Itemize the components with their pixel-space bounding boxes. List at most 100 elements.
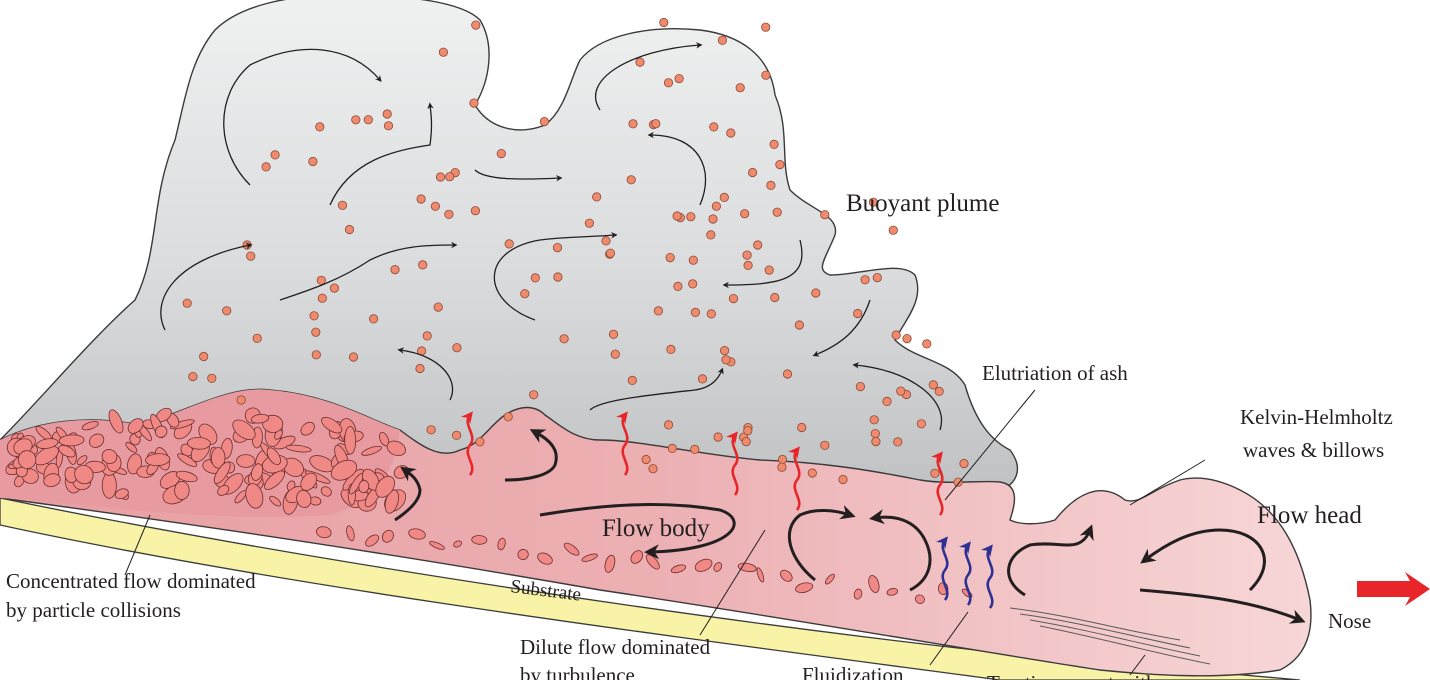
ash-particle bbox=[697, 374, 708, 384]
clast bbox=[89, 433, 105, 448]
leader-traction bbox=[1129, 654, 1146, 676]
ash-particle bbox=[838, 474, 848, 485]
ash-particle bbox=[605, 248, 616, 258]
clast bbox=[74, 464, 94, 485]
ash-particle bbox=[930, 468, 940, 478]
leader-kelvin bbox=[1129, 459, 1206, 506]
ash-particle bbox=[766, 180, 776, 190]
elutriation-arrow bbox=[726, 431, 739, 496]
ash-particle bbox=[663, 420, 674, 430]
ash-particle bbox=[959, 458, 969, 469]
ash-particle bbox=[416, 194, 426, 204]
ash-particle bbox=[893, 437, 903, 447]
ash-particle bbox=[539, 117, 550, 127]
flow-direction-arrow bbox=[1357, 572, 1430, 606]
fluidization-arrow bbox=[959, 541, 972, 606]
ash-particle bbox=[351, 115, 361, 125]
ash-particle bbox=[182, 298, 192, 308]
ash-particle bbox=[753, 240, 763, 250]
ash-particle bbox=[820, 440, 830, 450]
particle-group bbox=[182, 17, 969, 487]
label-elutriation: Elutriation of ash bbox=[982, 361, 1128, 385]
label-fluidization: Fluidization bbox=[802, 663, 904, 680]
ash-particle bbox=[315, 122, 325, 132]
ash-particle bbox=[426, 425, 436, 435]
ash-particle bbox=[706, 309, 716, 319]
ash-particle bbox=[188, 371, 198, 382]
clast bbox=[296, 489, 312, 509]
ash-particle bbox=[329, 283, 339, 293]
eddy-arrow bbox=[474, 169, 563, 182]
clast bbox=[853, 588, 863, 600]
clast bbox=[780, 569, 793, 582]
clast bbox=[630, 550, 644, 564]
elutriation-arrow bbox=[616, 411, 629, 476]
clast bbox=[756, 567, 765, 583]
clast bbox=[145, 453, 171, 467]
ash-particle bbox=[635, 57, 645, 67]
ash-particle bbox=[777, 462, 787, 472]
clast bbox=[43, 473, 61, 488]
ash-particle bbox=[337, 200, 348, 210]
label-dilute-flow: Dilute flow dominated bbox=[520, 635, 711, 659]
clast bbox=[125, 442, 138, 453]
clast bbox=[217, 484, 230, 496]
clast bbox=[76, 455, 88, 466]
flow-arrow bbox=[504, 429, 558, 482]
ash-particle bbox=[368, 314, 379, 324]
clast bbox=[58, 434, 85, 447]
ash-particle bbox=[735, 83, 745, 93]
ash-particle bbox=[648, 464, 658, 474]
clast bbox=[127, 418, 144, 434]
clast bbox=[264, 470, 285, 490]
clast bbox=[795, 582, 814, 593]
ash-particle bbox=[610, 349, 620, 359]
eddy-arrow bbox=[160, 242, 253, 331]
ash-particle bbox=[592, 192, 602, 202]
ash-particle bbox=[711, 201, 722, 211]
ash-particle bbox=[317, 293, 327, 303]
ash-particle bbox=[713, 432, 723, 442]
ash-particle bbox=[743, 426, 753, 436]
ash-particle bbox=[896, 386, 906, 396]
ash-particle bbox=[438, 47, 448, 57]
eddy-arrow bbox=[594, 42, 703, 111]
clast bbox=[361, 445, 382, 456]
clast bbox=[245, 483, 264, 509]
ash-particle bbox=[316, 275, 326, 285]
ash-particle bbox=[916, 419, 927, 429]
ash-particle bbox=[311, 327, 321, 337]
ash-particle bbox=[470, 206, 480, 216]
ash-particle bbox=[529, 390, 539, 400]
leader-lines bbox=[124, 389, 1206, 676]
clast bbox=[429, 541, 445, 550]
ash-particle bbox=[769, 139, 779, 149]
ash-particle bbox=[261, 162, 271, 172]
fluidization-arrow bbox=[981, 544, 994, 609]
clast bbox=[300, 421, 315, 436]
ash-particle bbox=[719, 345, 730, 356]
clast bbox=[604, 554, 616, 573]
ash-particle bbox=[663, 78, 674, 88]
clast bbox=[266, 447, 281, 466]
clast bbox=[321, 417, 343, 434]
label-flow-body: Flow body bbox=[602, 515, 710, 542]
clast bbox=[177, 453, 198, 467]
ash-particle bbox=[504, 239, 514, 249]
clast bbox=[285, 444, 312, 453]
ash-particle bbox=[690, 307, 701, 317]
ash-particle bbox=[743, 260, 753, 270]
clast bbox=[914, 594, 925, 604]
clast bbox=[408, 528, 426, 540]
ash-particle bbox=[794, 320, 805, 330]
ash-particle bbox=[869, 415, 879, 425]
ash-particle bbox=[853, 308, 863, 319]
elutriation-arrow bbox=[788, 446, 801, 511]
label-particle-collisions: by particle collisions bbox=[6, 598, 181, 622]
clast bbox=[81, 421, 99, 431]
ash-particle bbox=[452, 343, 462, 353]
ash-particle bbox=[659, 17, 669, 28]
eddy-arrow bbox=[493, 232, 618, 321]
